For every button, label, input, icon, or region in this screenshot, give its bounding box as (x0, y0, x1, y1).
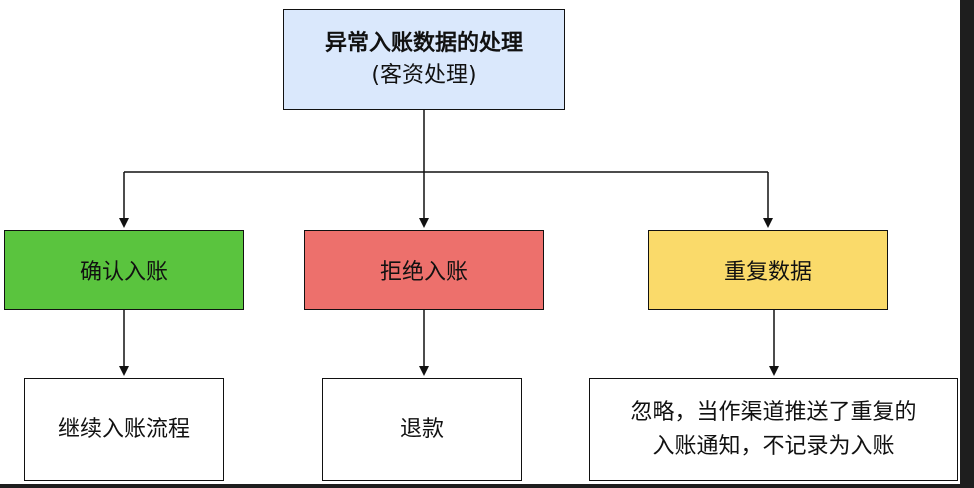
root-node: 异常入账数据的处理 (客资处理) (283, 9, 565, 110)
category-duplicate-label: 重复数据 (723, 260, 812, 285)
category-reject-label: 拒绝入账 (379, 260, 468, 285)
diagram-canvas: 异常入账数据的处理 (客资处理) 确认入账 拒绝入账 重复数据 继续入账流程 退… (0, 0, 960, 484)
category-confirm-node: 确认入账 (4, 230, 244, 310)
action-ignore-line-1: 忽略，当作渠道推送了重复的 (630, 399, 917, 425)
action-ignore-node: 忽略，当作渠道推送了重复的 入账通知，不记录为入账 (589, 378, 958, 481)
category-reject-node: 拒绝入账 (304, 230, 544, 310)
action-refund-node: 退款 (322, 378, 522, 481)
category-duplicate-node: 重复数据 (648, 230, 888, 310)
action-continue-label: 继续入账流程 (57, 416, 190, 442)
action-continue-node: 继续入账流程 (24, 378, 224, 481)
root-title: 异常入账数据的处理 (324, 30, 523, 56)
action-refund-label: 退款 (399, 416, 444, 442)
edges (119, 110, 779, 376)
category-confirm-label: 确认入账 (79, 260, 168, 285)
action-ignore-line-2: 入账通知，不记录为入账 (652, 433, 895, 459)
root-subtitle: (客资处理) (371, 62, 477, 88)
